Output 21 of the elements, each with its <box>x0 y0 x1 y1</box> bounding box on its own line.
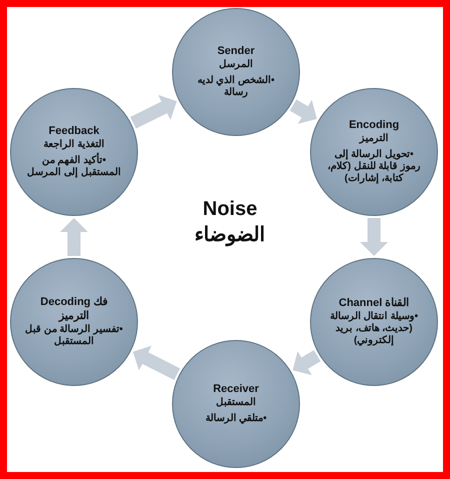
bullet-text: •الشخص الذي لديه رسالة <box>196 75 276 100</box>
circle-heading: Feedback <box>48 124 100 138</box>
circle-heading: Sender <box>217 44 255 58</box>
circle-heading: Receiver <box>213 382 259 396</box>
circle-subtitle: التغذية الراجعة <box>44 138 104 152</box>
center-label: الضوضاء <box>194 223 266 248</box>
circle-heading: Encoding <box>348 118 400 132</box>
circle-heading: Decoding فك الترميز <box>39 296 109 324</box>
bullet-text: •تفسير الرسالة من قبل المستقبل <box>25 324 123 348</box>
arrow <box>130 94 180 129</box>
bullet-text: •متلقي الرسالة <box>205 413 267 426</box>
arrow <box>60 218 88 256</box>
bullet-text: •وسيلة انتقال الرسالة (حديث، هاتف، بريد إلكتروني) <box>328 310 420 347</box>
circle-subtitle: المستقبل <box>216 396 256 410</box>
circle-subtitle: المرسل <box>219 58 253 72</box>
circle-heading: Channel القناة <box>338 297 410 311</box>
bullet-text: •تحويل الرسالة إلى رموز قابلة للنقل (كلام، كتابة، إشارات) <box>326 149 422 186</box>
circle-subtitle: الترميز <box>360 132 388 146</box>
bullet-text: •تأكيد الفهم من المستقبل إلى المرسل <box>25 155 123 180</box>
center-label: Noise <box>202 197 258 222</box>
arrow <box>360 218 388 256</box>
